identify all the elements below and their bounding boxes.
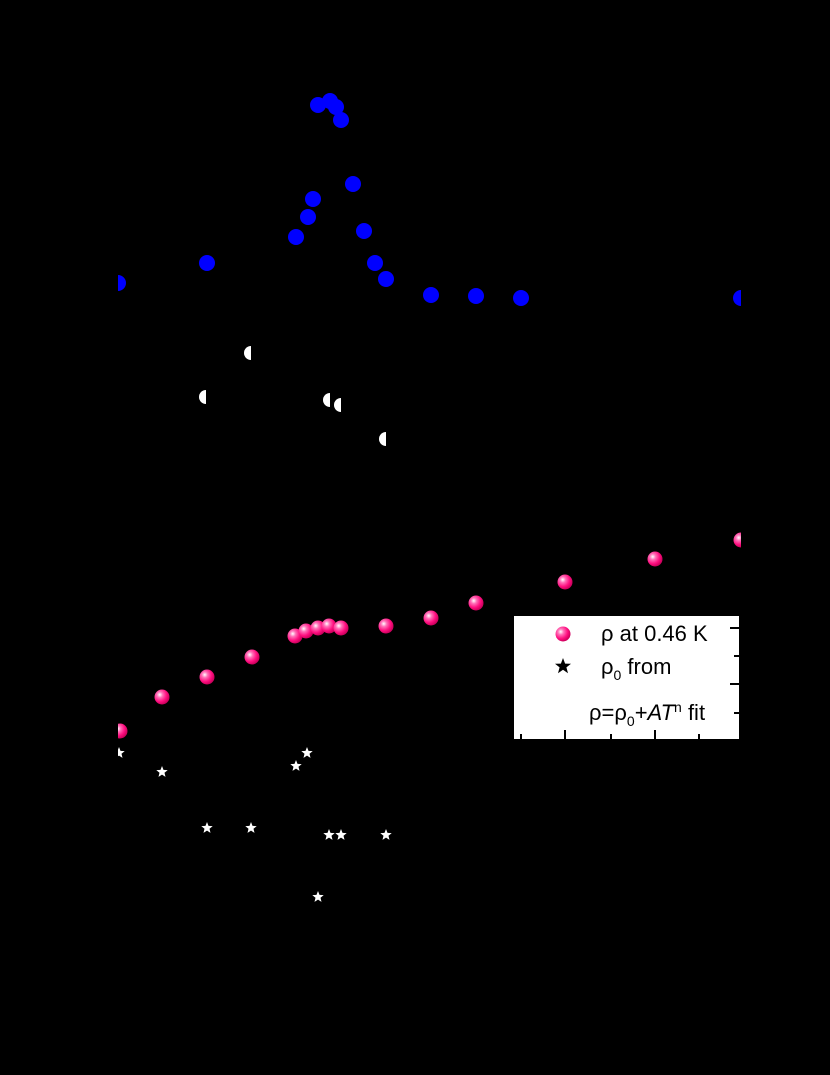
subscript-0: 0 <box>613 667 622 683</box>
star-marker <box>301 747 313 758</box>
blue-circle-marker <box>288 229 304 245</box>
subscript-0: 0 <box>626 713 635 729</box>
superscript-n: n <box>674 699 682 715</box>
pink-sphere-marker <box>647 551 663 567</box>
blue-circle-marker <box>328 99 344 115</box>
blue-circle-marker <box>733 290 741 306</box>
star-marker <box>118 747 125 758</box>
legend-text-2: from <box>621 654 672 679</box>
legend-label-fit-formula: ρ=ρ0+ATn fit <box>589 700 705 728</box>
blue-circle-marker <box>300 209 316 225</box>
blue-circle-marker <box>305 191 321 207</box>
pink-sphere-marker <box>118 723 128 739</box>
half-circle-marker <box>334 398 341 412</box>
half-circle-marker <box>199 390 206 404</box>
rho-symbol: ρ <box>601 654 614 679</box>
star-marker <box>335 829 347 840</box>
pink-sphere-marker <box>423 610 439 626</box>
half-circle-marker <box>379 432 386 446</box>
series-1 <box>199 346 386 446</box>
blue-circle-marker <box>118 275 126 291</box>
star-marker <box>290 760 302 771</box>
blue-circle-marker <box>468 288 484 304</box>
star-marker <box>201 822 213 833</box>
star-marker <box>156 766 168 777</box>
star-marker <box>245 822 257 833</box>
half-circle-marker <box>244 346 251 360</box>
blue-circle-marker <box>367 255 383 271</box>
blue-circle-marker <box>345 176 361 192</box>
pink-sphere-marker <box>244 649 260 665</box>
legend-text-3: fit <box>681 700 706 725</box>
half-circle-marker <box>323 393 330 407</box>
star-marker <box>323 829 335 840</box>
blue-circle-marker <box>378 271 394 287</box>
blue-circle-marker <box>513 290 529 306</box>
series-0 <box>118 93 741 306</box>
pink-sphere-marker <box>468 595 484 611</box>
series-3 <box>118 747 392 902</box>
formula-AT: AT <box>647 700 675 725</box>
legend-label-rho0-from: ρ0 from <box>601 654 672 683</box>
pink-sphere-marker <box>321 618 337 634</box>
legend-ticks <box>513 615 740 740</box>
legend: ρ at 0.46 K ρ0 from ρ=ρ0+ATn fit <box>513 615 740 740</box>
blue-circle-marker <box>199 255 215 271</box>
pink-sphere-marker <box>378 618 394 634</box>
legend-label-rho-046K: ρ at 0.46 K <box>601 623 708 645</box>
blue-circle-marker <box>356 223 372 239</box>
legend-star-icon <box>555 658 571 674</box>
pink-sphere-marker <box>154 689 170 705</box>
legend-text-1: at 0.46 K <box>613 621 708 646</box>
formula-rho: ρ=ρ <box>589 700 627 725</box>
star-marker <box>380 829 392 840</box>
pink-sphere-marker <box>557 574 573 590</box>
pink-sphere-marker <box>333 620 349 636</box>
rho-symbol: ρ <box>601 621 614 646</box>
pink-sphere-marker <box>298 623 314 639</box>
plus-sign: + <box>634 700 648 725</box>
pink-sphere-marker <box>199 669 215 685</box>
series-2 <box>118 532 741 739</box>
pink-sphere-marker <box>733 532 741 548</box>
blue-circle-marker <box>423 287 439 303</box>
star-marker <box>312 891 324 902</box>
legend-sphere-icon <box>555 626 571 642</box>
blue-circle-marker <box>333 112 349 128</box>
